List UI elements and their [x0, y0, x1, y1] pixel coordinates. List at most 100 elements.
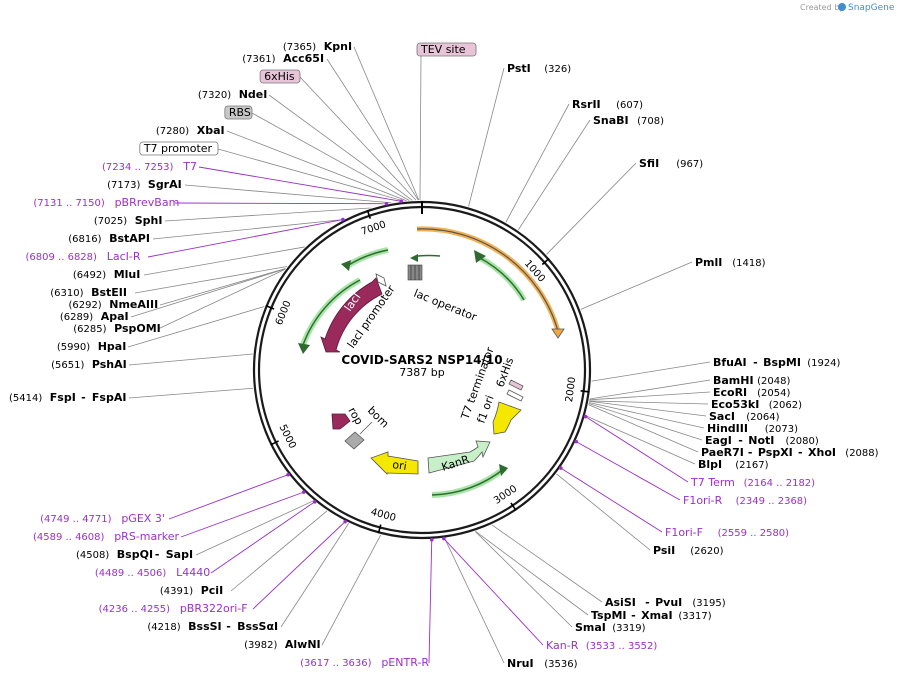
enzyme-name: BstAPI: [109, 232, 150, 245]
leader-line: [127, 306, 265, 348]
right-label-saci[interactable]: SacI (2064): [709, 410, 780, 423]
leader-line: [588, 402, 705, 429]
left-label-fspi[interactable]: FspAI-FspI(5414): [9, 391, 126, 404]
right-label-paer7i[interactable]: PaeR7I-PspXI-XhoI(2088): [701, 446, 879, 459]
right-label-kan-r[interactable]: Kan-R(3533 .. 3552): [546, 639, 657, 652]
tev-site-label: TEV site: [420, 43, 466, 56]
primer-position: (4236 .. 4255): [99, 604, 171, 615]
right-label-asisi[interactable]: AsiSI-PvuI(3195): [605, 596, 726, 609]
right-label-psii[interactable]: PsiI(2620): [653, 544, 724, 557]
site-position: (3195): [692, 598, 725, 609]
site-position: (3536): [544, 659, 577, 670]
right-label-f1ori-f[interactable]: F1ori-F(2559 .. 2580): [665, 526, 789, 539]
leader-line: [588, 404, 699, 453]
left-label-bstapi[interactable]: BstAPI (6816): [68, 232, 150, 245]
right-label-smai[interactable]: SmaI(3319): [575, 621, 646, 634]
right-label-bamhi[interactable]: BamHI(2048): [713, 374, 790, 387]
snapgene-logo-icon: [838, 3, 846, 11]
left-label-pcii[interactable]: PciI(4391): [160, 584, 223, 597]
primer-position: (3533 .. 3552): [586, 641, 658, 652]
left-label-ndei[interactable]: NdeI(7320): [198, 88, 267, 101]
site-position: (607): [616, 100, 643, 111]
site-position: (2064): [746, 412, 779, 423]
left-label-kpni[interactable]: KpnI(7365): [283, 40, 352, 53]
left-label-bspqi[interactable]: SapI-BspQI(4508): [76, 548, 193, 561]
dash: -: [155, 548, 160, 561]
left-label-l4440[interactable]: L4440(4489 .. 4506): [95, 566, 210, 579]
left-label-pgex-3[interactable]: pGEX 3'(4749 .. 4771): [40, 512, 165, 525]
leader-line: [217, 148, 404, 202]
left-label-6xhis[interactable]: 6xHis: [259, 69, 301, 84]
leader-line: [443, 538, 544, 646]
primer-position: (2559 .. 2580): [718, 528, 790, 539]
left-label-pshai[interactable]: PshAI(5651): [51, 358, 127, 371]
right-label-eagi[interactable]: EagI-NotI(2080): [705, 434, 819, 447]
enzyme-name: SacI: [709, 410, 735, 423]
plasmid-name: COVID-SARS2 NSP14/10: [341, 353, 502, 367]
right-label-rsrii[interactable]: RsrII(607): [572, 98, 643, 111]
left-label-pspomi[interactable]: PspOMI(6285): [73, 322, 160, 335]
primer-position: (7234 .. 7253): [102, 162, 174, 173]
left-label-apai[interactable]: ApaI(6289): [60, 310, 129, 323]
left-label-xbai[interactable]: XbaI(7280): [156, 124, 225, 137]
site-position: (4218): [147, 622, 180, 633]
right-label-psti[interactable]: PstI(326): [507, 62, 571, 75]
primer-name: LacI-R: [107, 250, 141, 263]
dash: -: [798, 446, 803, 459]
right-label-snabi[interactable]: SnaBI(708): [593, 114, 664, 127]
right-label-hindiii[interactable]: HindIII(2073): [707, 422, 798, 435]
site-position: (708): [637, 116, 664, 127]
enzyme-name: XbaI: [197, 124, 225, 137]
right-label-pmli[interactable]: PmlI(1418): [695, 256, 766, 269]
right-label-sfii[interactable]: SfiI(967): [639, 157, 703, 170]
left-label-hpai[interactable]: HpaI(5990): [57, 340, 126, 353]
leader-line: [589, 400, 709, 405]
right-label-ecori[interactable]: EcoRI(2054): [713, 386, 790, 399]
left-label-prs-marker[interactable]: pRS-marker(4589 .. 4608): [33, 530, 180, 543]
right-label-nrui[interactable]: NruI(3536): [507, 657, 578, 670]
kanr-arrow: [427, 440, 491, 474]
right-label-blpi[interactable]: BlpI(2167): [698, 458, 769, 471]
credit-prefix: Created by: [800, 3, 844, 12]
site-position: (326): [544, 64, 571, 75]
left-label-bsteii[interactable]: BstEII(6310): [50, 286, 127, 299]
site-position: (6816): [68, 234, 101, 245]
left-label-mlui[interactable]: MluI(6492): [73, 268, 140, 281]
right-label-eco53ki[interactable]: Eco53kI(2062): [711, 398, 802, 411]
left-label-sphi[interactable]: SphI(7025): [94, 214, 163, 227]
site-position: (7365): [283, 42, 316, 53]
left-label-bsssi[interactable]: BssSαI-BssSI(4218): [147, 620, 278, 633]
left-label-rbs[interactable]: RBS: [224, 105, 253, 120]
primer-name: T7: [182, 160, 197, 173]
left-label-sgrai[interactable]: SgrAI(7173): [107, 178, 182, 191]
bom-label: bom: [365, 404, 391, 430]
right-label-bfuai[interactable]: BfuAI-BspMI(1924): [713, 356, 841, 369]
site-position: (3982): [244, 640, 277, 651]
primer-name: T7 Term: [690, 476, 735, 489]
site-position: (967): [676, 159, 703, 170]
left-label-pbrrevbam[interactable]: pBRrevBam(7131 .. 7150): [33, 196, 179, 209]
left-label-t7[interactable]: T7 (7234 .. 7253): [102, 160, 197, 173]
right-label-f1ori-r[interactable]: F1ori-R(2349 .. 2368): [683, 494, 807, 507]
left-label-pbr322ori-f[interactable]: pBR322ori-F(4236 .. 4255): [99, 602, 248, 615]
site-position: (6310): [50, 288, 83, 299]
left-label-laci-r[interactable]: LacI-R(6809 .. 6828): [26, 250, 141, 263]
primer-name: L4440: [176, 566, 210, 579]
left-label-t7-promoter[interactable]: T7 promoter: [139, 141, 219, 156]
enzyme-name: PsiI: [653, 544, 675, 557]
left-label-acc65i[interactable]: Acc65I(7361): [242, 52, 324, 65]
left-label-nmeaiii[interactable]: NmeAIII(6292): [68, 298, 158, 311]
credit-brand: SnapGene: [848, 3, 895, 13]
feature-box-label: 6xHis: [264, 70, 295, 83]
tev-site-box[interactable]: [416, 42, 477, 57]
leader-line: [475, 531, 589, 616]
enzyme-name: MluI: [114, 268, 141, 281]
left-label-alwni[interactable]: AlwNI(3982): [244, 638, 321, 651]
leader-line: [491, 524, 603, 603]
enzyme-name: Acc65I: [283, 52, 324, 65]
right-label-t7-term[interactable]: T7 Term(2164 .. 2182): [690, 476, 815, 489]
leader-line: [134, 266, 288, 294]
right-label-tspmi[interactable]: TspMI-XmaI(3317): [591, 609, 712, 622]
left-label-pentr-r[interactable]: pENTR-R(3617 .. 3636): [300, 656, 429, 669]
insert-arc-core: [416, 228, 559, 332]
